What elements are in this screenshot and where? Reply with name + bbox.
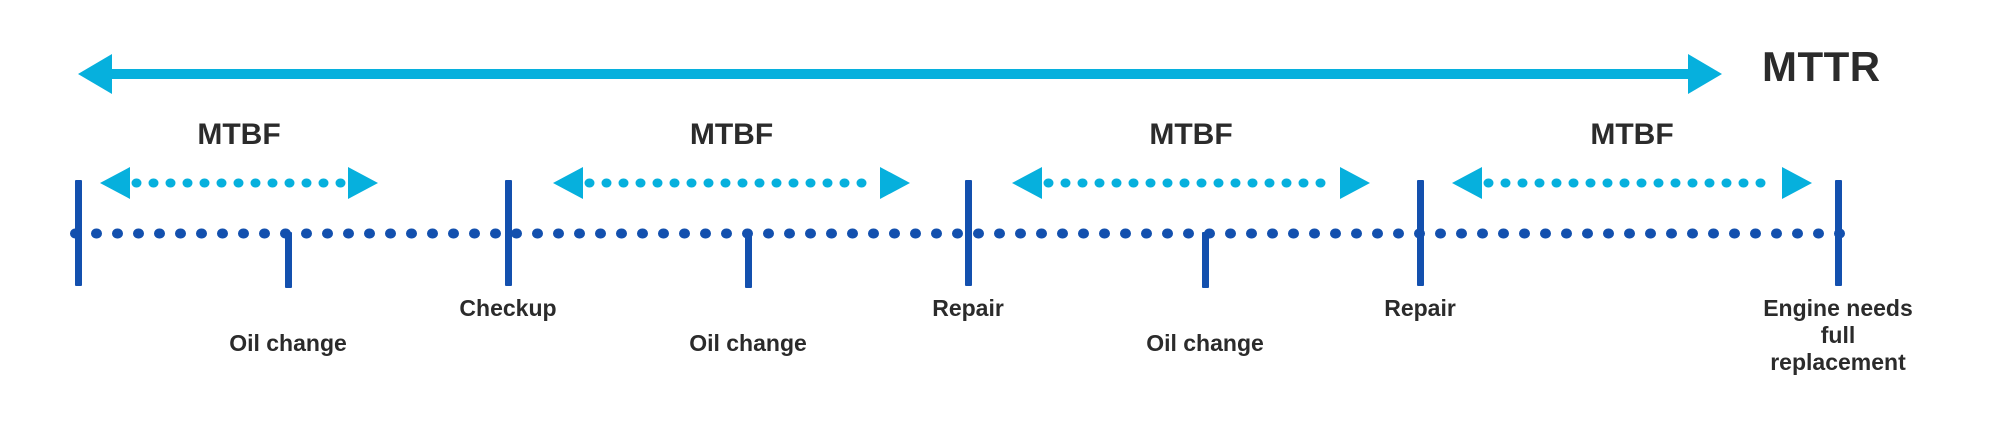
mtbf-left-arrowhead-4 [1452, 167, 1482, 199]
event-label-repair-1: Repair [932, 295, 1004, 321]
mtbf-right-arrowhead-4 [1782, 167, 1812, 199]
mtbf-arrow-3 [1012, 166, 1370, 200]
mtbf-segment-4: MTBF [1452, 120, 1812, 220]
mtbf-left-arrowhead-3 [1012, 167, 1042, 199]
tick-start [75, 180, 82, 286]
mtbf-arrow-2 [553, 166, 910, 200]
mttr-left-arrowhead [78, 54, 112, 94]
mtbf-right-arrowhead-3 [1340, 167, 1370, 199]
mtbf-label-4: MTBF [1590, 118, 1674, 151]
event-label-oil-change-3: Oil change [1146, 330, 1264, 356]
tick-repair-1 [965, 180, 972, 286]
mtbf-label-1: MTBF [197, 118, 281, 151]
mtbf-arrow-4 [1452, 166, 1812, 200]
timeline-axis [70, 228, 1846, 239]
tick-oil-change-1 [285, 232, 292, 288]
tick-repair-2 [1417, 180, 1424, 286]
mttr-arrow [78, 52, 1722, 96]
mtbf-arrow-svg-2 [553, 167, 910, 199]
mttr-shaft [110, 69, 1690, 79]
mttr-band: MTTR [0, 0, 1999, 120]
mtbf-left-arrowhead-2 [553, 167, 583, 199]
tick-engine-replace [1835, 180, 1842, 286]
mttr-arrow-svg [78, 54, 1722, 94]
mtbf-arrow-1 [100, 166, 378, 200]
tick-oil-change-3 [1202, 232, 1209, 288]
mtbf-label-3: MTBF [1149, 118, 1233, 151]
event-label-repair-2: Repair [1384, 295, 1456, 321]
mtbf-arrow-svg-1 [100, 167, 378, 199]
mtbf-arrow-svg-3 [1012, 167, 1370, 199]
mtbf-label-2: MTBF [689, 118, 774, 151]
event-label-oil-change-1: Oil change [229, 330, 347, 356]
timeline-dotted-svg [70, 228, 1846, 239]
event-label-oil-change-2: Oil change [689, 330, 807, 356]
mtbf-right-arrowhead-1 [348, 167, 378, 199]
mtbf-segment-3: MTBF [1012, 120, 1370, 220]
event-label-checkup: Checkup [459, 295, 557, 321]
mtbf-segment-1: MTBF [100, 120, 378, 220]
tick-oil-change-2 [745, 232, 752, 288]
mtbf-arrow-svg-4 [1452, 167, 1812, 199]
mttr-right-arrowhead [1688, 54, 1722, 94]
mtbf-right-arrowhead-2 [880, 167, 910, 199]
mttr-label: MTTR [1762, 43, 1881, 90]
mtbf-segment-2: MTBF [553, 120, 910, 220]
event-label-engine-replacement: Engine needs full replacement [1763, 295, 1913, 376]
tick-checkup [505, 180, 512, 286]
mtbf-left-arrowhead-1 [100, 167, 130, 199]
